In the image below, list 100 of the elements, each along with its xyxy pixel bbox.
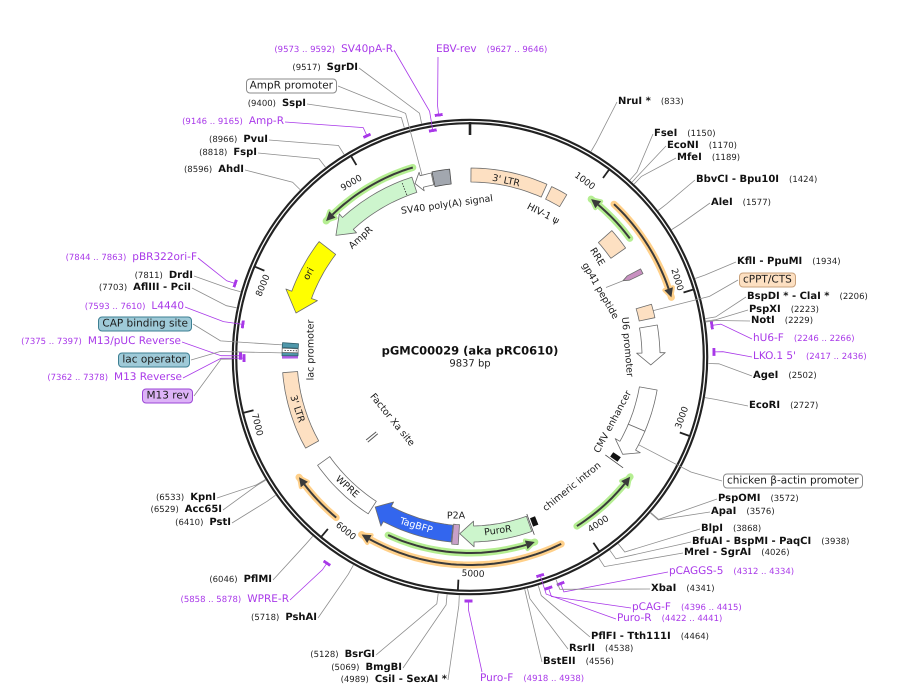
primer-name: LKO.1 5' [753,351,796,362]
primer-name: EBV-rev [436,44,477,55]
leader-line [638,444,722,482]
leader-line [258,152,326,168]
cut-position: (4341) [686,584,715,595]
enzyme-name: XbaI [651,583,676,594]
feature-name: ori [301,266,317,282]
enzyme-name: MfeI [677,152,702,163]
leader-line [652,280,738,311]
enzyme-name: BspDI * - ClaI * [747,291,830,302]
feature-block [430,168,453,188]
cut-position: (4464) [680,632,709,643]
cut-position: (2229) [784,316,814,327]
primer-name: hU6-F [753,333,784,344]
leader-line [634,158,676,184]
leader-line [606,280,624,288]
feature-name: PuroR [484,524,512,538]
leader-line [376,593,439,656]
cut-position: (4026) [761,548,790,559]
feature-block [622,267,645,282]
feature-name: 3' LTR [287,394,307,424]
feature-label: SV40 poly(A) signal [400,193,494,217]
leader-line [318,564,354,618]
enzyme-name: PshAI [285,612,317,623]
primer-name: SV40pA-R [341,44,393,55]
leader-line [590,102,618,152]
tick-label: 7000 [248,412,264,438]
leader-line [222,480,266,510]
feature-tag: AmpR promoter [246,78,337,94]
leader-line [358,68,422,124]
enzyme-name: BbvCI - Bpu10I [696,174,780,185]
feature-block [316,455,378,515]
leader-line [198,258,238,288]
feature-tag: lac operator [118,352,190,368]
primer-name: Amp-R [248,116,284,127]
feature-tag: M13 rev [142,388,193,404]
enzyme-name: AflIII - PciI [133,282,191,293]
leader-line [609,542,692,560]
leader-line [402,594,448,668]
feature-block [413,171,435,192]
plasmid-length: 9837 bp [449,358,491,370]
primer-range: (7375 .. 7397) [21,337,82,348]
enzyme-name: Acc65I [184,504,222,515]
cut-position: (2502) [788,371,817,382]
enzyme-name: KpnI [190,492,216,503]
leader-line [710,321,752,340]
cut-position: (7811) [134,271,163,282]
cut-position: (1170) [708,141,737,152]
leader-line [556,572,668,592]
leader-line [705,310,748,322]
cut-position: (1577) [742,198,771,209]
enzyme-name: DrdI [168,270,193,281]
plasmid-name: pGMC00029 (aka pRC0610) [382,344,558,358]
feature-label: lac promoter [306,320,316,380]
primer-range: (4396 .. 4415) [680,603,742,614]
leader-line [650,498,718,520]
feature-block [284,240,337,314]
cut-position: (2223) [790,305,819,316]
leader-line [216,479,266,498]
enzyme-name: AgeI [753,370,778,381]
leader-line [194,358,232,396]
primer-name: pBR322ori-F [132,252,197,263]
leader-line [712,348,752,358]
leader-line [630,134,654,180]
leader-line [394,50,437,133]
leader-line [290,560,332,600]
primer-range: (4918 .. 4938) [523,674,584,685]
cut-position: (3576) [746,507,775,518]
tick-label: 8000 [254,274,274,300]
leader-line [650,512,710,520]
primer-name: Puro-F [480,673,514,684]
cut-position: (4538) [605,644,634,655]
primer-name: pCAG-F [632,602,671,613]
leader-line [272,536,314,580]
enzyme-name: SgrDI [326,62,358,73]
feature-name: 3' LTR [491,172,521,190]
primer-range: (7593 .. 7610) [84,302,146,313]
enzyme-name: AleI [711,197,733,208]
feature-block [635,303,656,323]
leader-line [284,122,372,139]
enzyme-name: FseI [654,128,678,139]
primer-range: (2417 .. 2436) [806,352,867,363]
primer-name: Puro-R [617,613,652,624]
feature-tag: chicken β-actin promoter [723,474,863,488]
enzyme-name: PflFI - Tth111I [591,631,671,642]
primer-range: (4422 .. 4441) [662,614,722,625]
enzyme-name: ApaI [711,506,736,517]
tick-label: 3000 [674,406,692,431]
cut-position: (5069) [331,663,360,674]
primer-name: pCAGGS-5 [669,566,724,577]
cut-position: (6533) [156,493,184,504]
leader-line [192,324,283,346]
leader-line [544,585,632,608]
leader-line [306,104,405,128]
enzyme-name: BsrGI [344,649,375,660]
leader-line [618,528,700,552]
cut-position: (9400) [248,99,276,110]
leader-line [706,320,750,322]
leader-line [658,180,696,211]
leader-line [182,342,242,360]
